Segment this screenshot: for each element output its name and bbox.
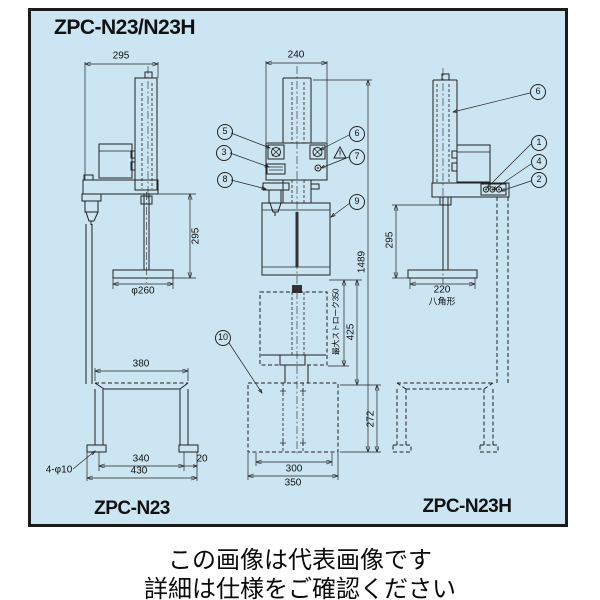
head-assembly: [265, 142, 328, 181]
center-view: [228, 61, 381, 480]
bracket-left: [82, 179, 159, 195]
callout-5: 5: [217, 124, 233, 140]
dim-base-inner: 300: [285, 463, 303, 475]
dim-center-head-width: 240: [287, 49, 305, 61]
callout-6-right: 6: [530, 84, 546, 100]
connector-block: [266, 163, 286, 175]
container-box: [261, 202, 331, 276]
octagonal-base-plate: [407, 269, 478, 279]
lowered-position-box: [259, 291, 328, 366]
left-view: [81, 62, 196, 384]
model-label-right: ZPC-N23H: [422, 496, 512, 517]
callout-7: 7: [349, 149, 365, 165]
callout-4: 4: [531, 154, 547, 170]
warning-triangle-icon: [333, 145, 347, 159]
bracket-right: [431, 182, 510, 198]
model-label-left: ZPC-N23: [94, 498, 170, 519]
warning-exclamation: !: [338, 150, 342, 158]
dim-table-holes: 4-φ10: [45, 464, 73, 476]
dim-max-stroke: 最大ストローク350: [331, 288, 341, 356]
diagram-panel: [28, 8, 568, 527]
dim-left-base-dia: φ260: [131, 285, 155, 297]
dim-right-base-width: 220: [433, 284, 451, 296]
dim-left-top-depth: 295: [112, 50, 130, 62]
dim-table-overall-width: 430: [130, 465, 148, 477]
right-knob: [309, 144, 326, 160]
dim-right-shaft-height: 295: [384, 231, 396, 249]
footer-caption-line1: この画像は代表画像です: [168, 547, 432, 574]
work-area-box: [247, 382, 339, 453]
air-filter-unit-center: [262, 182, 290, 216]
label-right-base-shape: 八角形: [428, 296, 456, 307]
left-knob: [267, 144, 285, 160]
dim-left-shaft-height: 295: [190, 227, 202, 245]
dim-overall-height: 1489: [356, 250, 368, 274]
round-base-plate: [112, 269, 174, 279]
dim-container-height: 272: [365, 410, 377, 428]
footer-caption-line2: 詳細は仕様をご確認ください: [144, 576, 456, 600]
callout-10: 10: [215, 330, 231, 346]
callout-3: 3: [216, 145, 232, 161]
callout-1: 1: [531, 135, 547, 151]
callout-9: 9: [349, 194, 365, 210]
motor-housing-right: [456, 144, 491, 183]
motor-housing-left: [98, 143, 133, 179]
air-filter-unit-left: [81, 193, 102, 225]
page-title: ZPC-N23/N23H: [54, 16, 196, 39]
dim-travel: 425: [345, 323, 357, 341]
callout-6-center: 6: [349, 126, 365, 142]
left-table: [72, 368, 199, 481]
dim-table-leg-span: 340: [132, 453, 150, 465]
dim-table-top-width: 380: [132, 358, 150, 370]
dim-base-width: 350: [284, 477, 302, 489]
callout-8: 8: [217, 172, 233, 188]
dim-table-edge-offset: 20: [196, 453, 208, 465]
right-view: [392, 68, 532, 453]
right-table-dashed: [392, 382, 499, 453]
callout-2: 2: [531, 172, 547, 188]
